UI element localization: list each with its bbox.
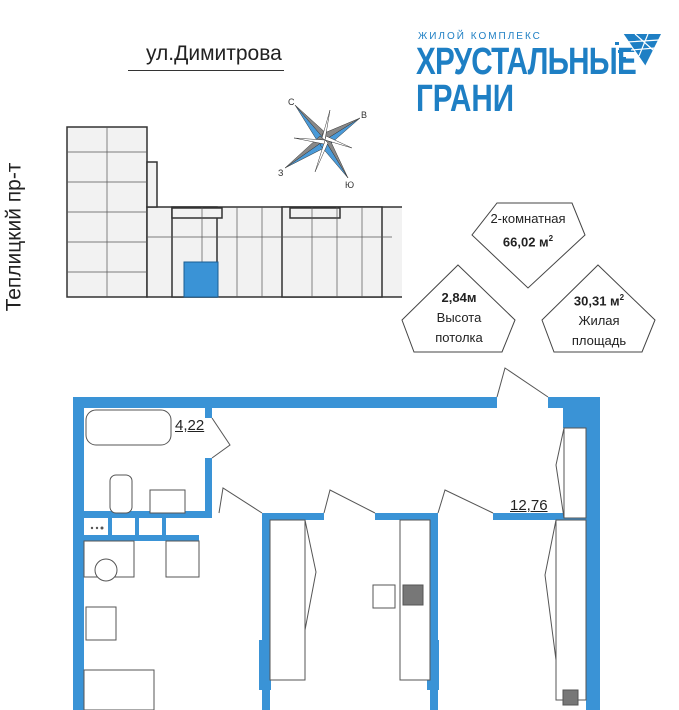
compass-north: С: [288, 97, 295, 107]
logo-subtitle: ЖИЛОЙ КОМПЛЕКС: [418, 31, 542, 42]
crystal-logo-icon: [615, 33, 661, 67]
bathroom-area: 4,22: [175, 417, 205, 434]
compass-east: В: [361, 110, 368, 120]
total-area: 66,02 м: [502, 234, 549, 250]
compass-south: Ю: [345, 180, 355, 190]
bathtub: [85, 409, 172, 446]
stove: [85, 606, 117, 641]
info-pentagons: [401, 202, 656, 353]
street-label-left: Теплицкий пр-т: [2, 162, 26, 312]
ceiling-label-2: потолка: [435, 330, 483, 345]
logo-title-line2: ГРАНИ: [416, 78, 515, 120]
wardrobe: [269, 519, 306, 681]
wardrobe-2: [555, 519, 587, 701]
toilet: [109, 474, 133, 514]
hall-area: 12,76: [510, 497, 548, 514]
living-label: Жилая: [578, 313, 620, 329]
living-area: 30,31 м: [573, 293, 620, 309]
walls: [73, 397, 600, 710]
kitchen-sink: [94, 558, 118, 582]
logo-title-line1: ХРУСТАЛЬНЫЕ: [416, 41, 637, 83]
living-label-2: площадь: [571, 333, 627, 349]
building-site-plan: [66, 126, 402, 298]
door-swings: [211, 367, 565, 661]
highlighted-apartment: [183, 261, 219, 298]
ceiling-height: 2,84м: [441, 290, 477, 305]
rooms-count: 2-комнатная: [490, 211, 566, 226]
compass-rose-icon: [284, 104, 361, 179]
compass-west: З: [278, 168, 284, 178]
sink: [149, 489, 186, 514]
street-label-top: ул.Димитрова: [128, 42, 284, 71]
apartment-floor-plan: [73, 367, 600, 710]
ceiling-label: Высота: [436, 310, 482, 325]
